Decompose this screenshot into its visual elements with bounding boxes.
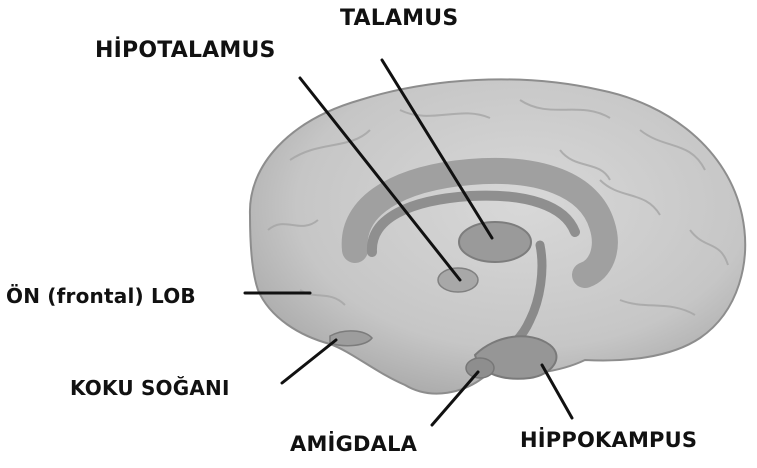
label-hipotalamus: HİPOTALAMUS (95, 38, 276, 63)
label-hippokampus: HİPPOKAMPUS (520, 428, 697, 452)
label-koku-sogani: KOKU SOĞANI (70, 376, 230, 400)
amygdala-shape (466, 358, 494, 378)
label-on-frontal-lob: ÖN (frontal) LOB (6, 284, 196, 308)
label-amigdala: AMİGDALA (290, 432, 417, 456)
label-talamus: TALAMUS (340, 6, 458, 31)
thalamus-shape (459, 222, 531, 262)
leader-line-hippokampus (542, 365, 572, 418)
leader-line-koku (282, 340, 336, 383)
hypothalamus-shape (438, 268, 478, 292)
